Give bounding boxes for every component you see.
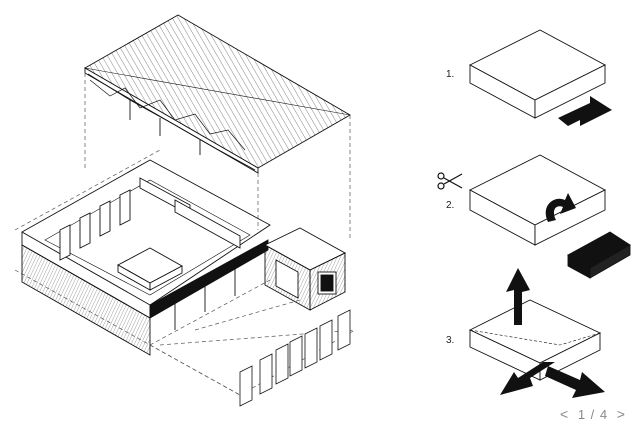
next-button[interactable]: >: [616, 406, 626, 422]
facade-panels: [239, 309, 351, 407]
step-number-3: 3.: [446, 335, 455, 346]
rotate-arrow-icon: [545, 193, 576, 222]
roof-panel: [84, 14, 351, 174]
arrow-up-icon: [506, 268, 530, 325]
step-1-diagram: [469, 29, 606, 119]
annex-block: [264, 227, 346, 311]
pagination: < 1 / 4 >: [556, 406, 630, 422]
current-page: 1: [577, 407, 587, 422]
total-pages: 4: [599, 407, 609, 422]
page-separator: /: [590, 407, 596, 422]
scissors-icon: [437, 172, 463, 190]
previous-button[interactable]: <: [560, 406, 570, 422]
step-2-diagram: [469, 154, 631, 279]
arrow-right-icon: [558, 96, 612, 126]
step-3-diagram: [468, 299, 602, 381]
arrow-down-left-icon: [500, 362, 555, 395]
arrow-down-right-icon: [545, 366, 605, 398]
building-base: [21, 159, 271, 356]
step-number-1: 1.: [446, 69, 455, 80]
step-number-2: 2.: [446, 200, 455, 211]
